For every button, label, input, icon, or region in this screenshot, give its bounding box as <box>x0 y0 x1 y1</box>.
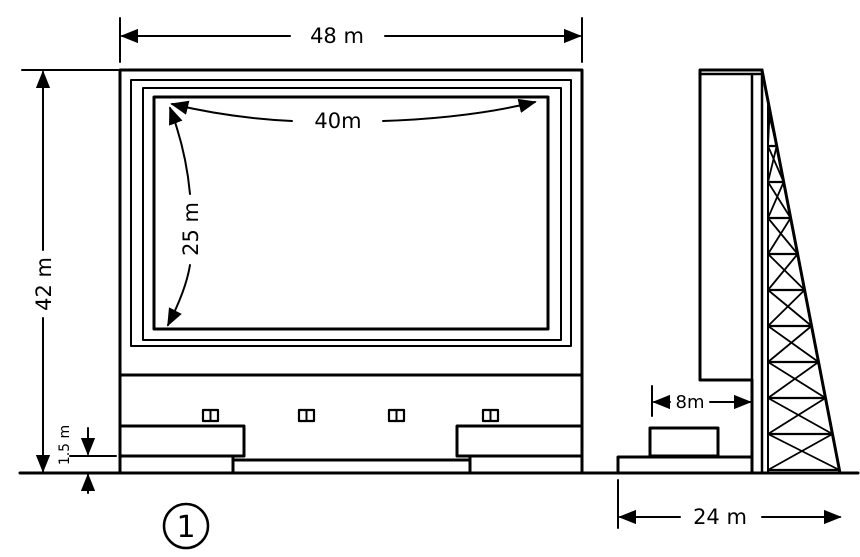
overall-height-label: 42 m <box>32 257 56 311</box>
truss-member <box>767 181 785 219</box>
speaker-box <box>297 408 316 423</box>
step-depth-dimension: 8m <box>651 385 752 417</box>
figure-number: 1 <box>162 502 210 550</box>
step-depth-label: 8m <box>676 392 705 413</box>
side-depth-dimension: 24 m <box>617 479 842 529</box>
truss-member <box>767 433 834 471</box>
truss-member <box>767 289 806 327</box>
truss-member <box>767 325 813 363</box>
truss-member <box>767 217 799 255</box>
truss-member <box>767 397 827 435</box>
left-platform <box>118 424 246 458</box>
truss-member <box>767 217 792 255</box>
figure-number-label: 1 <box>176 510 195 545</box>
screen-frame-outer <box>130 79 572 347</box>
screen-surface <box>152 95 550 331</box>
speaker-boxes <box>201 408 500 423</box>
overall-width-label: 48 m <box>310 24 364 48</box>
screen-width-label: 40m <box>314 109 361 133</box>
truss-member <box>767 397 834 435</box>
side-depth-label: 24 m <box>693 505 747 529</box>
screen-height-label: 25 m <box>179 202 203 256</box>
side-elevation: 8m 24 m <box>616 68 842 529</box>
truss-member <box>767 253 799 291</box>
front-elevation: 48 m 40m 25 m 42 m 1.5 m <box>21 17 584 550</box>
overall-height-dimension: 42 m <box>21 69 119 473</box>
truss-member <box>767 361 820 399</box>
screen-height-dimension: 25 m <box>167 106 203 327</box>
side-platform <box>648 426 720 458</box>
screen-frame-inner <box>142 87 562 341</box>
speaker-box <box>201 408 220 423</box>
base-ledge <box>118 454 584 462</box>
speaker-box <box>387 408 406 423</box>
side-base-ledge <box>616 455 754 475</box>
base-height-label: 1.5 m <box>57 425 73 465</box>
support-truss <box>760 68 842 475</box>
truss-member <box>767 325 820 363</box>
truss-member <box>767 109 771 147</box>
screen-width-dimension: 40m <box>170 98 537 133</box>
truss-member <box>767 289 813 327</box>
right-platform <box>455 424 584 458</box>
truss-member <box>767 253 806 291</box>
screen-base <box>118 373 584 475</box>
truss-member <box>767 181 792 219</box>
speaker-box <box>481 408 500 423</box>
side-wall-profile <box>698 68 764 475</box>
truss-member <box>767 433 841 471</box>
overall-width-dimension: 48 m <box>119 17 583 63</box>
base-height-dimension: 1.5 m <box>57 425 117 494</box>
truss-member <box>767 145 778 183</box>
truss-member <box>767 145 785 183</box>
truss-member <box>767 361 827 399</box>
